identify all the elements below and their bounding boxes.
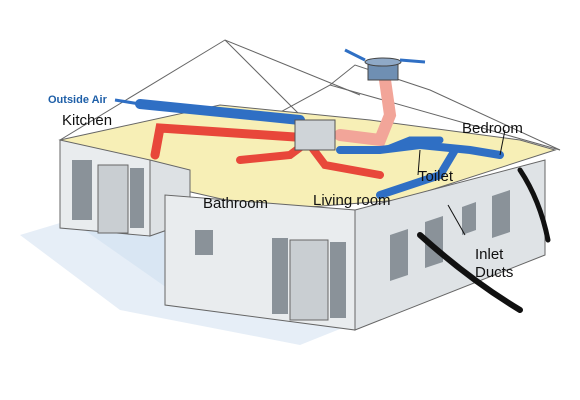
toilet-label: Toilet bbox=[418, 168, 454, 185]
label-pointers bbox=[417, 129, 506, 236]
living-door bbox=[289, 239, 329, 321]
side-window-4 bbox=[492, 190, 510, 238]
bedroom-label: Bedroom bbox=[462, 120, 523, 137]
kitchen-label: Kitchen bbox=[62, 112, 113, 129]
outside-air-arrow-icon bbox=[114, 98, 150, 109]
kitchen-window bbox=[72, 160, 92, 220]
ducts-label: Ducts bbox=[475, 264, 514, 281]
ventilation-unit bbox=[294, 119, 336, 151]
living-room-label: Living room bbox=[313, 192, 391, 209]
front-wing bbox=[164, 159, 546, 331]
inlet-label: Inlet bbox=[475, 246, 504, 263]
kitchen-door bbox=[97, 164, 129, 234]
supply-ducts bbox=[135, 99, 504, 199]
inlet-duct-tails bbox=[417, 167, 551, 313]
bathroom-label: Bathroom bbox=[203, 195, 269, 212]
roof-fan-icon bbox=[344, 48, 426, 81]
outside-air-label: Outside Air bbox=[48, 94, 107, 106]
living-shutter-left bbox=[272, 238, 288, 314]
side-window-1 bbox=[390, 229, 408, 281]
kitchen-shutter bbox=[130, 168, 144, 228]
side-window-3 bbox=[462, 202, 476, 235]
bathroom-window bbox=[195, 230, 213, 255]
living-shutter-right bbox=[330, 242, 346, 318]
